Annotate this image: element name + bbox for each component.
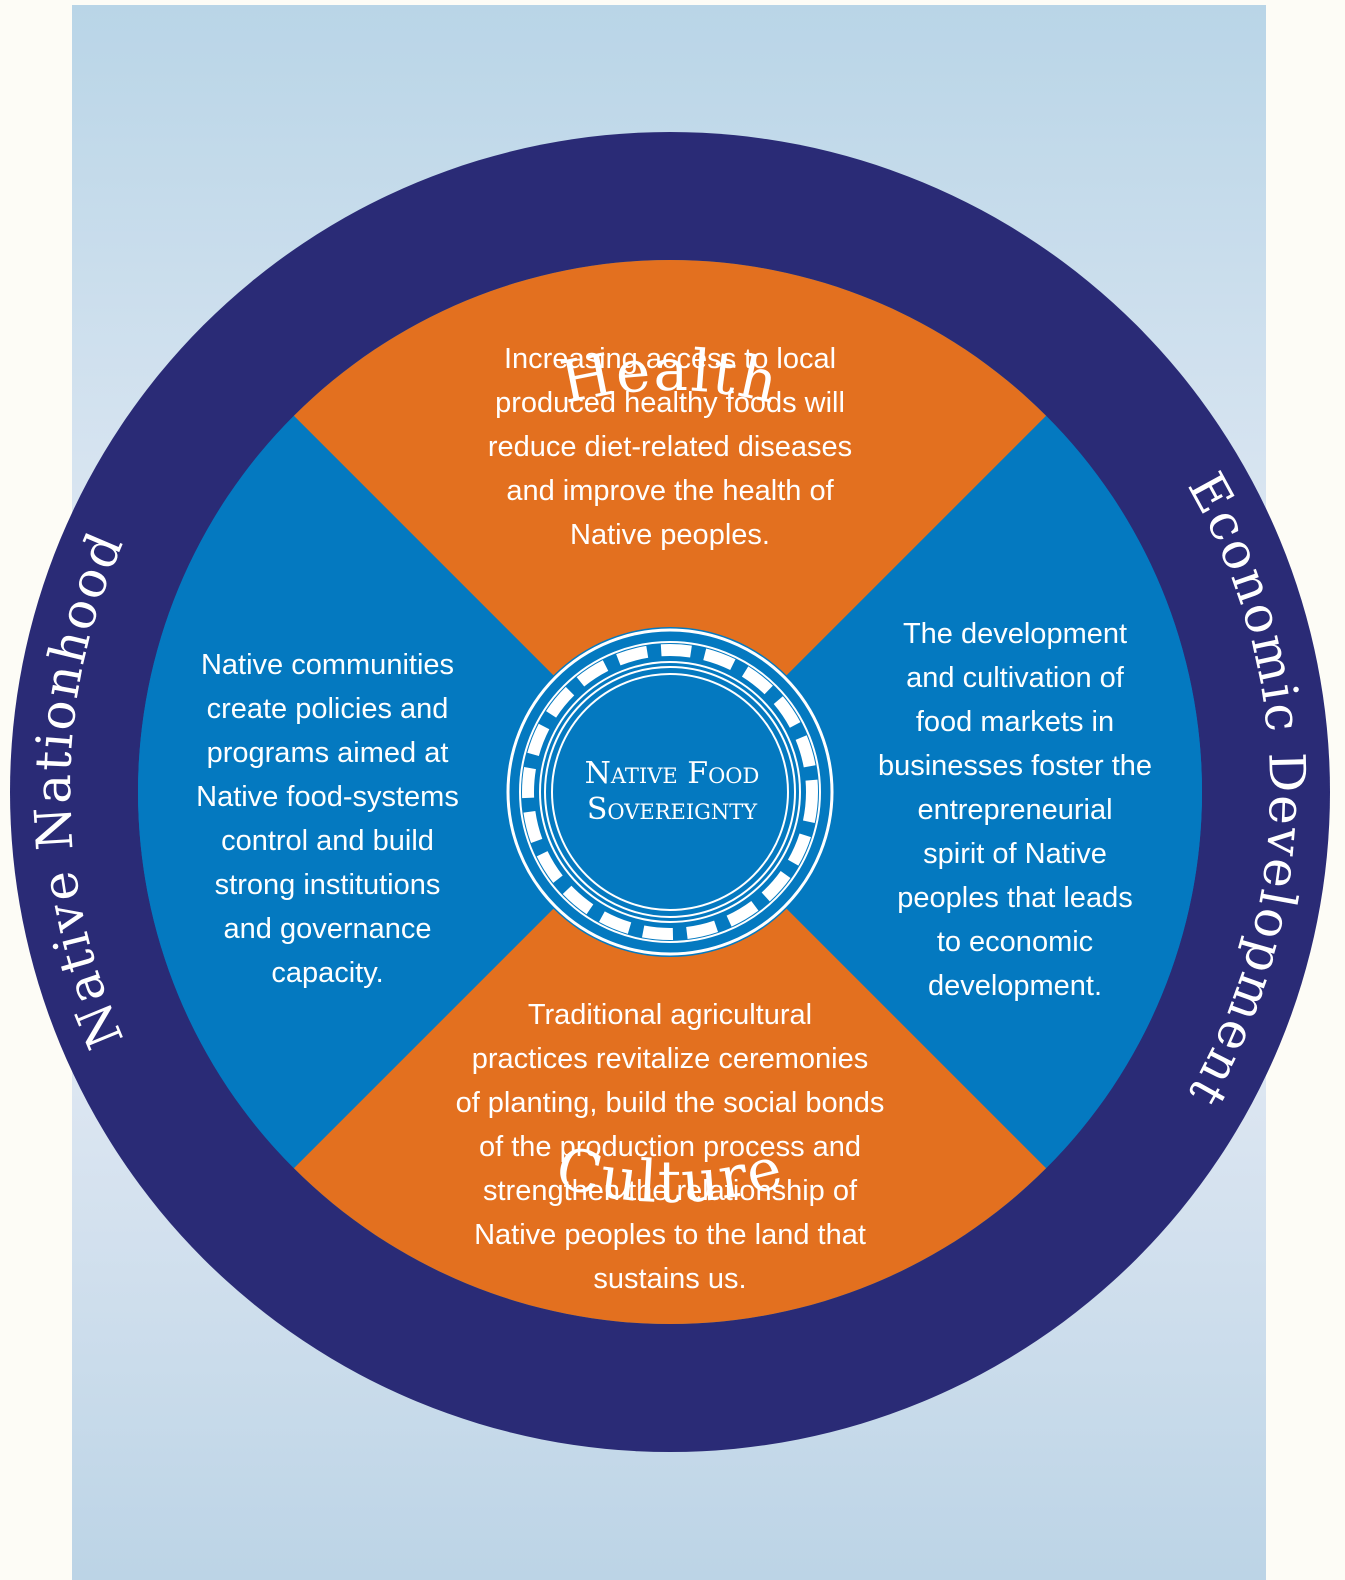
nationhood-line: Native food-systems (196, 781, 459, 813)
nationhood-line: create policies and (206, 693, 449, 725)
culture-line: strengthen the relationship of (482, 1175, 858, 1207)
center-title-line2: Sovereignty (587, 792, 758, 827)
native-nationhood-description: Native communities create policies and pro… (160, 643, 495, 995)
health-line: Native peoples. (570, 519, 770, 551)
center-emblem: Native Food Sovereignty (505, 627, 835, 957)
economic-line: food markets in (915, 706, 1115, 738)
economic-line: to economic (936, 926, 1094, 958)
nationhood-line: capacity. (271, 957, 384, 989)
culture-line: Native peoples to the land that (474, 1219, 866, 1251)
culture-line: of planting, build the social bonds (455, 1087, 885, 1119)
culture-description: Traditional agricultural practices revita… (400, 993, 940, 1301)
health-line: Increasing access to local (503, 343, 837, 375)
economic-development-description: The development and cultivation of food ma… (845, 612, 1185, 1008)
health-line: reduce diet-related diseases (487, 431, 853, 463)
center-title-line1: Native Food (585, 756, 760, 791)
nationhood-line: control and build (221, 825, 434, 857)
economic-line: and cultivation of (906, 662, 1124, 694)
economic-line: development. (927, 970, 1103, 1002)
nationhood-line: and governance (223, 913, 432, 945)
economic-line: businesses foster the (877, 750, 1153, 782)
nationhood-line: strong institutions (214, 869, 441, 901)
health-line: produced healthy foods will (495, 387, 845, 419)
nationhood-line: programs aimed at (206, 737, 449, 769)
economic-line: entrepreneurial (917, 794, 1113, 826)
culture-line: practices revitalize ceremonies (471, 1043, 869, 1075)
economic-line: peoples that leads (897, 882, 1133, 914)
culture-line: of the production process and (478, 1131, 862, 1163)
culture-line: sustains us. (593, 1263, 747, 1295)
culture-line: Traditional agricultural (527, 999, 813, 1031)
nationhood-line: Native communities (200, 649, 455, 681)
health-description: Increasing access to local produced healt… (430, 337, 910, 557)
economic-line: spirit of Native (923, 838, 1107, 870)
health-line: and improve the health of (506, 475, 834, 507)
economic-line: The development (902, 618, 1128, 650)
